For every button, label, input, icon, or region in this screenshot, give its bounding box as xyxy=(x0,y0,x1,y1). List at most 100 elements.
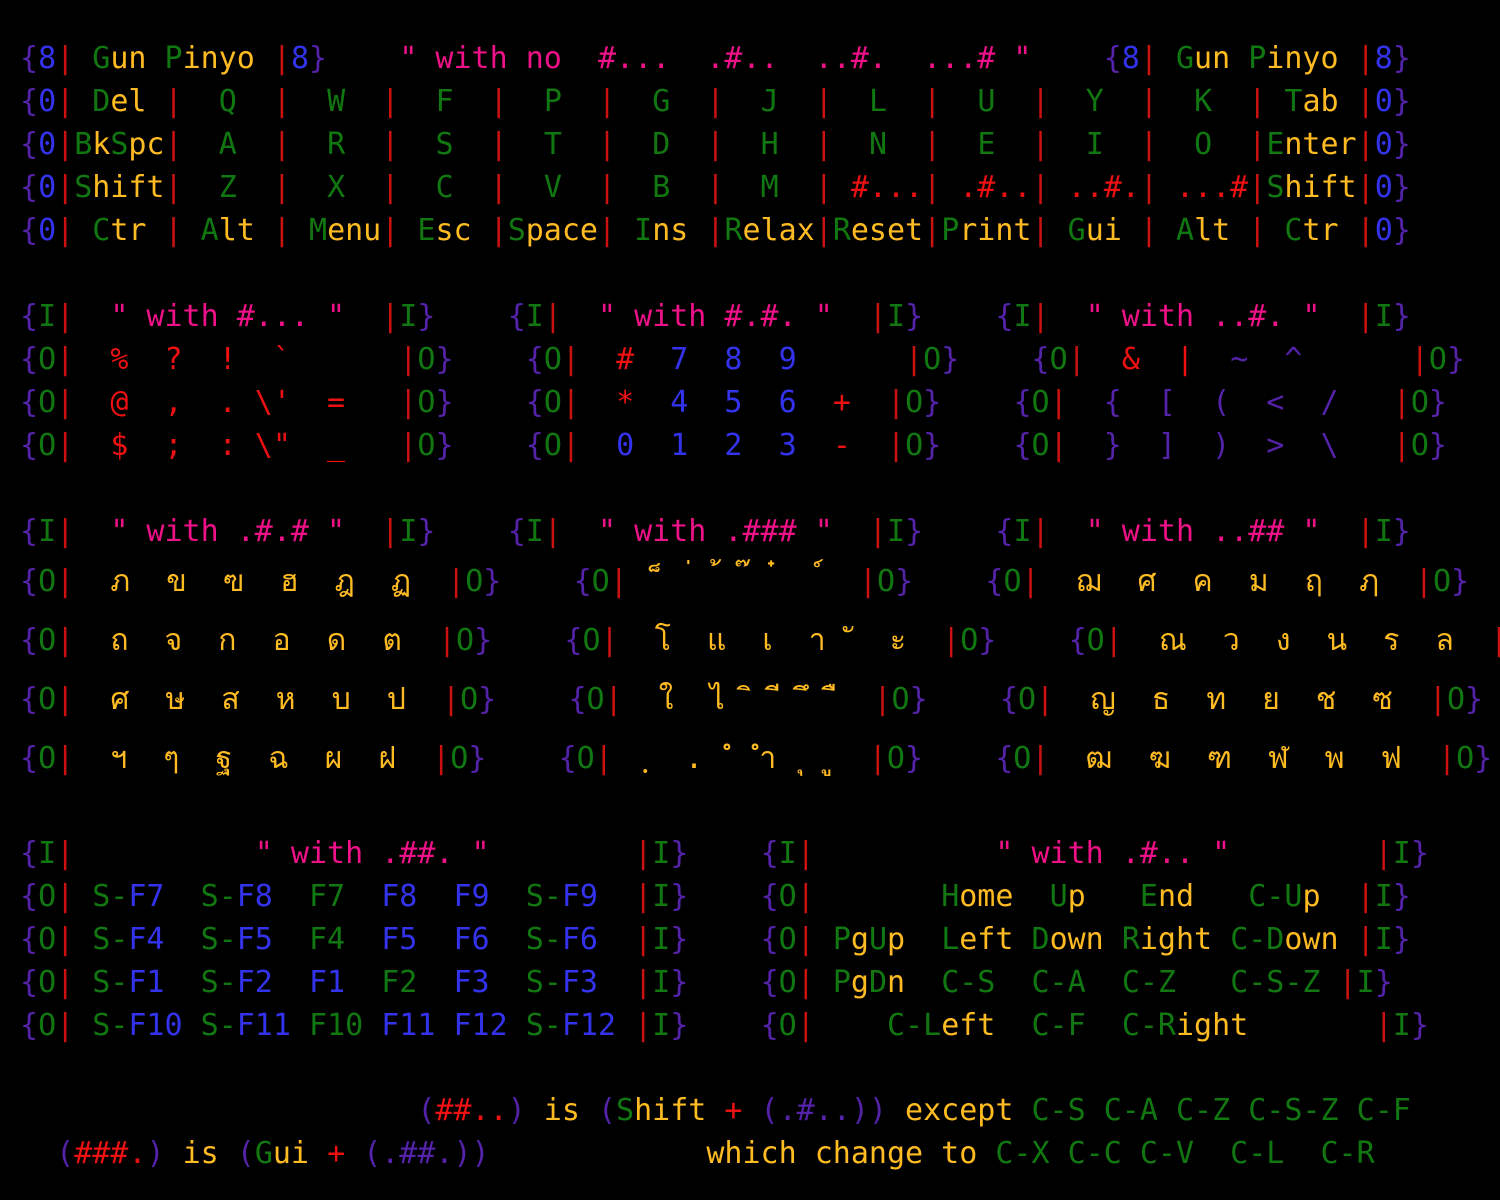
keymap-text-segment: { xyxy=(760,965,779,1000)
keymap-text-segment: un xyxy=(110,41,165,76)
keymap-text-segment: } xyxy=(905,514,924,549)
keymap-text-segment: | xyxy=(1031,299,1086,334)
keymap-text-segment: | xyxy=(56,127,75,162)
keymap-text-segment: F8 xyxy=(381,879,418,914)
keymap-text-segment xyxy=(928,682,1000,717)
keymap-text-segment: { xyxy=(20,428,39,463)
thai-layers-line: {O| ฯ ๆ ฐ ฉ ผ ฝ |O} {O| ฺ . ํ ำ ุ ู |O} … xyxy=(20,739,1492,779)
keymap-text-segment: I xyxy=(525,299,544,334)
keymap-text-segment: )) xyxy=(453,1136,490,1171)
keymap-text-segment: @ , . \' = xyxy=(110,385,364,420)
keymap-text-segment: + xyxy=(832,385,851,420)
keymap-text-segment: | xyxy=(56,385,111,420)
keymap-text-segment: { xyxy=(20,1008,39,1043)
keymap-text-segment: O xyxy=(1031,428,1050,463)
keymap-text-segment: { xyxy=(525,385,544,420)
keymap-text-segment: n xyxy=(887,965,942,1000)
keymap-text-segment: | xyxy=(598,213,635,248)
keymap-text-segment xyxy=(688,922,760,957)
keymap-text-segment: P xyxy=(832,965,851,1000)
keymap-text-segment: | xyxy=(1031,514,1086,549)
keymap-text-segment xyxy=(20,1136,56,1171)
keymap-text-segment: O xyxy=(778,1008,797,1043)
keymap-text-segment: { xyxy=(20,965,39,1000)
main-layout-line: {0| Del | Q | W | F | P | G | J | L | U … xyxy=(20,85,1411,119)
keymap-text-segment: } xyxy=(435,385,454,420)
keymap-text-segment xyxy=(490,879,526,914)
keymap-text-segment xyxy=(417,879,453,914)
keymap-text-segment: inyo xyxy=(1266,41,1357,76)
keymap-text-segment: | xyxy=(796,1008,887,1043)
keymap-text-segment: | xyxy=(236,127,328,162)
keymap-text-segment: | xyxy=(164,170,219,205)
keymap-text-segment: โ แ เ า ั ะ xyxy=(654,623,907,658)
keymap-text-segment: 0 xyxy=(1374,127,1393,162)
keymap-text-segment: O xyxy=(1432,564,1452,599)
keymap-text-segment: + xyxy=(724,1093,761,1128)
keymap-text-segment: O xyxy=(1194,127,1213,162)
keymap-text-segment: D xyxy=(868,965,887,1000)
symbol-layers-line: {O| @ , . \' = |O} {O| * 4 5 6 + |O} {O|… xyxy=(20,386,1447,420)
keymap-text-segment: L xyxy=(941,922,960,957)
keymap-text-segment: { xyxy=(1103,41,1122,76)
keymap-text-segment: | xyxy=(543,514,598,549)
keymap-text-segment: { xyxy=(760,922,779,957)
keymap-text-segment: S- xyxy=(200,922,237,957)
keymap-text-segment: C-Z xyxy=(1121,965,1231,1000)
keymap-text-segment: K xyxy=(1194,84,1213,119)
keymap-text-segment: | xyxy=(236,84,328,119)
keymap-text-segment: F5 xyxy=(236,922,273,957)
keymap-text-segment: O xyxy=(38,879,57,914)
keymap-text-segment: { xyxy=(20,682,39,717)
keymap-text-segment: O xyxy=(1031,385,1050,420)
keymap-text-segment: I xyxy=(1374,922,1393,957)
thai-layers-line: {O| ศ ษ ส ห บ ป |O} {O| ใ ไ ิ ี ึ ื |O} … xyxy=(20,680,1483,720)
keymap-text-segment: O xyxy=(38,1008,57,1043)
keymap-text-segment xyxy=(345,922,381,957)
keymap-text-segment: ศ ษ ส ห บ ป xyxy=(110,682,406,717)
symbol-layers-line: {I| " with #... " |I} {I| " with #.#. " … xyxy=(20,300,1411,334)
keymap-text-segment: P xyxy=(941,213,960,248)
keymap-text-segment: U xyxy=(868,922,887,957)
keymap-text-segment: { xyxy=(507,299,526,334)
keymap-text-segment: | xyxy=(56,836,255,871)
keymap-text-segment: | xyxy=(1248,170,1267,205)
keymap-text-segment: | xyxy=(814,213,833,248)
keymap-text-segment: S xyxy=(616,1093,635,1128)
keymap-text-segment: eset xyxy=(850,213,924,248)
keymap-text-segment: { xyxy=(20,879,39,914)
keymap-text-segment: { xyxy=(20,741,39,776)
keymap-text-segment xyxy=(291,1008,309,1043)
keymap-text-segment xyxy=(183,1008,201,1043)
keymap-text-segment: S- xyxy=(525,922,562,957)
keymap-text-segment: % ? ! ` xyxy=(110,342,364,377)
keymap-text-segment: I xyxy=(525,514,544,549)
keymap-text-segment: | xyxy=(609,564,664,599)
keymap-text-segment: } xyxy=(483,564,502,599)
keymap-text-segment: Q xyxy=(218,84,237,119)
keymap-text-segment: I xyxy=(887,514,906,549)
keymap-text-segment: .#.. xyxy=(959,170,1032,205)
keymap-text-segment: g xyxy=(850,922,869,957)
keymap-text-segment: } xyxy=(1374,965,1393,1000)
keymap-text-segment: | xyxy=(561,127,653,162)
keymap-text-segment: | xyxy=(923,170,960,205)
keymap-text-segment: | xyxy=(1049,428,1104,463)
keymap-text-segment: O xyxy=(1013,741,1032,776)
keymap-text-segment: O xyxy=(923,342,942,377)
keymap-text-segment: | xyxy=(1139,41,1176,76)
keymap-text-segment: ui xyxy=(1085,213,1140,248)
keymap-text-segment: } xyxy=(904,741,923,776)
keymap-text-segment: | xyxy=(561,385,617,420)
keymap-text-segment: | xyxy=(832,741,887,776)
keymap-text-segment: own xyxy=(1049,922,1122,957)
keymap-text-segment: E xyxy=(977,127,996,162)
keymap-text-segment: | xyxy=(561,428,617,463)
keymap-text-segment: { xyxy=(20,836,39,871)
keymap-text-segment: ( xyxy=(236,1136,255,1171)
keymap-text-segment: I xyxy=(1392,1008,1411,1043)
keymap-text-segment: | xyxy=(796,879,942,914)
keymap-text-segment: C-R xyxy=(1121,1008,1176,1043)
keymap-text-segment: O xyxy=(1410,385,1429,420)
keymap-text-segment xyxy=(435,514,507,549)
